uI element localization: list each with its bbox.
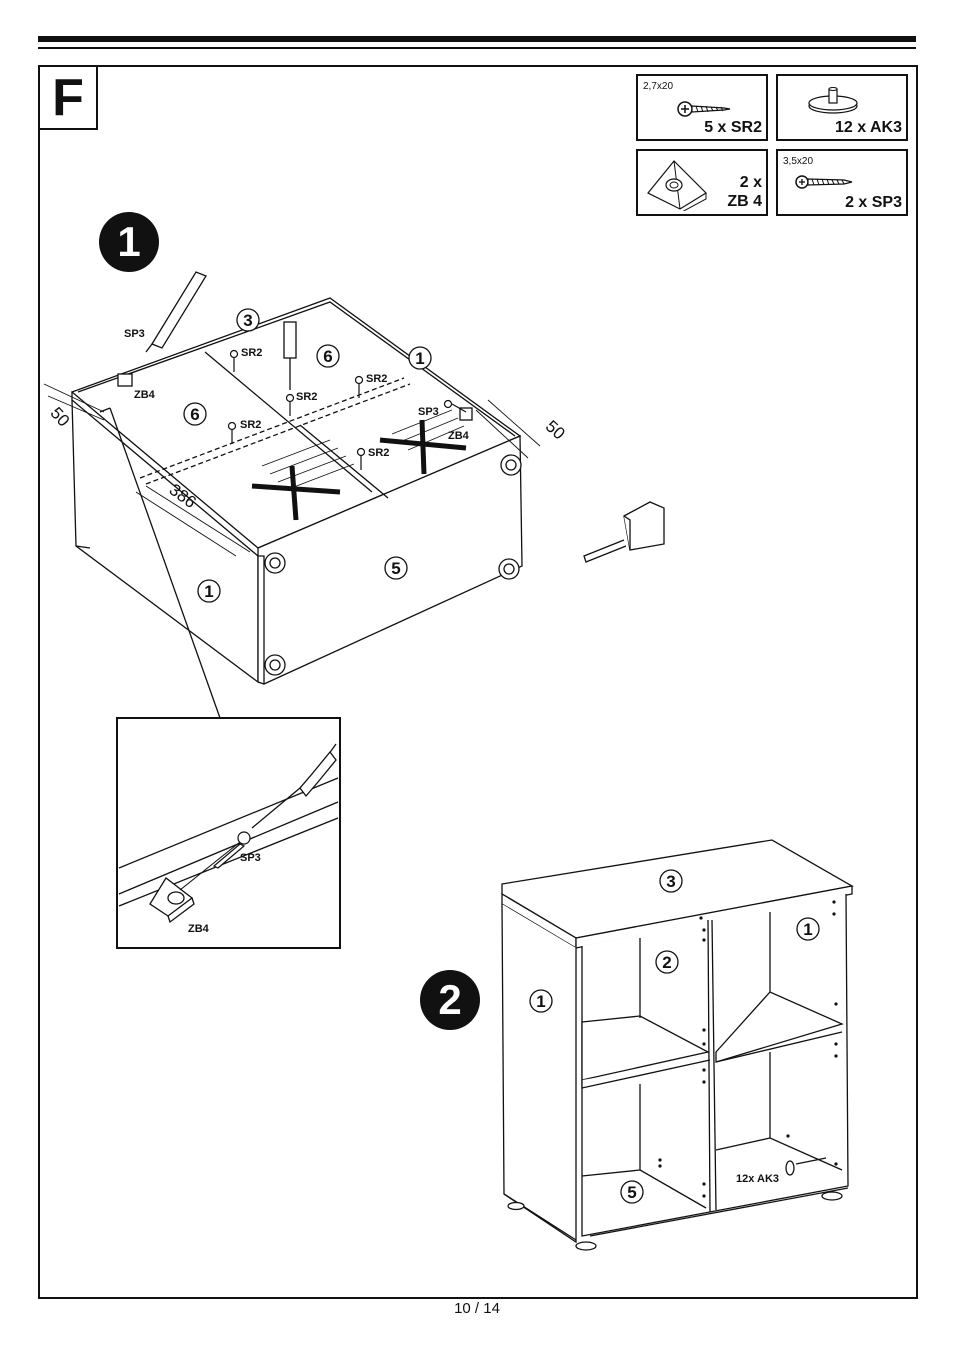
corner-bracket-icon [647, 160, 707, 211]
hardware-label: 12x AK3 [736, 1173, 779, 1185]
cabinet-drawing [501, 839, 854, 1251]
hardware-label: SP3 [240, 852, 261, 864]
hardware-label: ZB4 [448, 430, 470, 442]
instruction-frame [38, 65, 918, 1299]
hardware-label: SR2 [368, 447, 389, 459]
header-rule-thin [38, 47, 916, 49]
step-1-badge: 1 [99, 212, 159, 272]
panel-number: 5 [391, 559, 400, 578]
panel-number: 1 [536, 992, 545, 1011]
part-dim: 3,5x20 [783, 156, 814, 167]
screw-icon [677, 101, 731, 117]
hardware-label: SR2 [240, 419, 261, 431]
panel-number: 3 [666, 872, 675, 891]
part-qty-name: ZB 4 [727, 193, 762, 210]
section-letter: F [40, 67, 98, 130]
dimension-label: 50 [47, 404, 74, 431]
panel-number: 1 [803, 920, 812, 939]
part-box-ak3: 12 x AK3 [776, 74, 908, 141]
part-qty: 12 x AK3 [835, 119, 902, 136]
tape-measure-icon [583, 501, 665, 563]
part-box-zb4: 2 x ZB 4 [636, 149, 768, 216]
foot-pad-icon [808, 87, 858, 114]
part-box-sp3: 3,5x20 2 x SP3 [776, 149, 908, 216]
part-qty: 5 x SR2 [704, 119, 762, 136]
hardware-label: SP3 [418, 406, 439, 418]
panel-number: 3 [243, 311, 252, 330]
part-dim: 2,7x20 [643, 81, 674, 92]
hardware-label: ZB4 [134, 389, 156, 401]
hardware-label: SR2 [296, 391, 317, 403]
panel-number: 6 [190, 405, 199, 424]
panel-number: 2 [662, 953, 671, 972]
part-box-sr2: 2,7x20 5 x SR2 [636, 74, 768, 141]
hardware-label: SR2 [241, 347, 262, 359]
hardware-label: ZB4 [188, 923, 210, 935]
hardware-label: SP3 [124, 328, 145, 340]
dimension-label: 50 [542, 417, 569, 444]
part-qty-count: 2 x [739, 174, 762, 191]
page-number: 10 / 14 [454, 1300, 500, 1317]
hardware-label: SR2 [366, 373, 387, 385]
step-2-badge: 2 [420, 970, 480, 1030]
panel-number: 1 [204, 582, 213, 601]
part-qty: 2 x SP3 [845, 194, 902, 211]
header-rule [38, 36, 916, 42]
detail-box [116, 717, 341, 949]
panel-number: 5 [627, 1183, 636, 1202]
panel-number: 1 [415, 349, 424, 368]
screw-icon [795, 175, 853, 189]
panel-number: 6 [323, 347, 332, 366]
